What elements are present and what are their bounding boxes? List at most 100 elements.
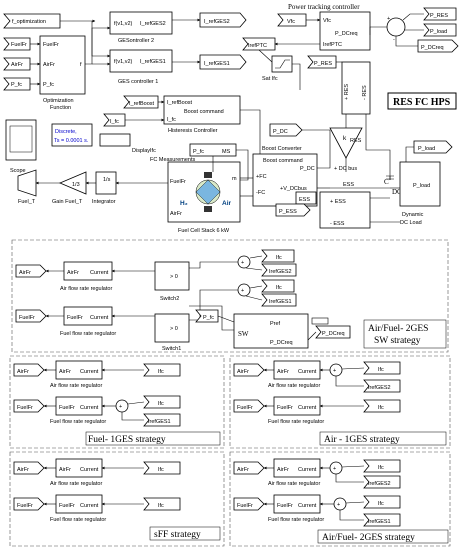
- p-ess-goto[interactable]: P_ESS: [275, 203, 311, 217]
- opt-in-pfc: P_fc: [43, 82, 54, 88]
- sw-airfr-goto[interactable]: AirFr: [15, 264, 47, 278]
- a1-air-flow-regulator[interactable]: AirFr Current: [273, 360, 321, 380]
- f1-airfr-label: AirFr: [17, 369, 29, 375]
- irefptc-goto[interactable]: IrefPTC: [242, 37, 276, 51]
- i-fc-goto[interactable]: I_fc: [103, 113, 126, 127]
- ges-controller-2[interactable]: f(v1,v2) I_refGES2: [109, 11, 173, 35]
- ess-inner-from[interactable]: ESS: [295, 191, 317, 205]
- sff-airfr-goto[interactable]: AirFr: [13, 461, 45, 475]
- sw-fuelfr-goto[interactable]: FuelFr: [15, 309, 47, 323]
- integrator-block[interactable]: 1/s: [95, 171, 117, 195]
- p-res-from[interactable]: P_RES: [307, 55, 337, 69]
- af2-fuelfr-label: FuelFr: [237, 503, 253, 509]
- sw-pdcreq-from[interactable]: P_DCreq: [315, 325, 351, 339]
- sw-fuel-flow-regulator[interactable]: FuelFr Current: [63, 306, 113, 326]
- sff-ffr-out: Current: [80, 503, 99, 509]
- f1-ffr-out: Current: [80, 405, 99, 411]
- powergui-discrete[interactable]: Discrete, Ts = 0.0001 s.: [51, 123, 93, 147]
- sw-irefges2-from[interactable]: IrefGES2: [261, 263, 297, 277]
- p-dcreq-goto[interactable]: P_DCreq: [417, 39, 459, 53]
- af2-ifc-from-1[interactable]: Ifc: [363, 459, 401, 473]
- display-ifc-label: DisplayIfc: [132, 148, 156, 154]
- f1-airfr-goto[interactable]: AirFr: [13, 363, 45, 377]
- airfr-from[interactable]: AirFr: [3, 57, 31, 71]
- f1-ifc-from-2[interactable]: Ifc: [143, 395, 181, 409]
- sw-air-flow-regulator[interactable]: AirFr Current: [63, 261, 113, 281]
- f1-irefges1-from[interactable]: IrefGES1: [143, 413, 181, 427]
- hysteresis-controller[interactable]: I_refBoost Boost command I_fc: [163, 95, 241, 125]
- fuelfr-from[interactable]: FuelFr: [3, 37, 31, 51]
- k-res-gain[interactable]: k RES: [329, 127, 363, 159]
- af2-afr-label: Air flow rate regulator: [268, 481, 320, 487]
- sff-air-flow-regulator[interactable]: AirFr Current: [55, 458, 103, 478]
- af2-fuel-flow-regulator[interactable]: FuelFr Current: [273, 494, 321, 514]
- fc-in-airfr: AirFr: [170, 211, 182, 217]
- p-dc-goto[interactable]: P_DC: [269, 123, 303, 137]
- a1-irefges2-from[interactable]: IrefGES2: [363, 379, 401, 393]
- f-optimization-label: f_optimization: [12, 19, 46, 25]
- sff-ifc-from-1[interactable]: Ifc: [143, 461, 181, 475]
- fuel-t-goto[interactable]: [17, 169, 37, 197]
- sat-ifc-block[interactable]: [271, 55, 293, 73]
- a1-airfr-goto[interactable]: AirFr: [233, 363, 265, 377]
- f1-ifc-from-1[interactable]: Ifc: [143, 363, 181, 377]
- af2-airfr-goto[interactable]: AirFr: [233, 461, 265, 475]
- p-load-from-top[interactable]: P_load: [423, 23, 457, 37]
- dynamic-dc-load[interactable]: P_load: [399, 161, 441, 207]
- sff-afr-in: AirFr: [59, 467, 71, 473]
- f1-fuelfr-goto[interactable]: FuelFr: [13, 399, 45, 413]
- af2-afr-in: AirFr: [277, 467, 289, 473]
- p-res-label-top: P_RES: [430, 13, 448, 19]
- sw-ifc-from-1[interactable]: Ifc: [261, 249, 295, 263]
- power-tracking-controller[interactable]: Vfc P_DCreq IrefPTC: [319, 11, 371, 51]
- vfc-from[interactable]: Vfc: [277, 13, 307, 27]
- af2-fuelfr-goto[interactable]: FuelFr: [233, 497, 265, 511]
- af2-ffr-out: Current: [298, 503, 317, 509]
- i-refboost-goto[interactable]: I_refBoost: [123, 95, 159, 109]
- f1-air-flow-regulator[interactable]: AirFr Current: [55, 360, 103, 380]
- f1-fuel-flow-regulator[interactable]: FuelFr Current: [55, 396, 103, 416]
- gain-fuel-t[interactable]: 1/3: [58, 171, 87, 195]
- a1-ifc-from-2[interactable]: Ifc: [363, 399, 401, 413]
- vfc-label: Vfc: [287, 19, 295, 25]
- af2-irefges1-from[interactable]: IrefGES1: [363, 513, 401, 527]
- sff-fuel-flow-regulator[interactable]: FuelFr Current: [55, 494, 103, 514]
- switch1[interactable]: > 0: [154, 313, 190, 343]
- af2-ifc-from-2[interactable]: Ifc: [363, 495, 401, 509]
- sw-block[interactable]: Pref SW P_DCreq: [233, 313, 309, 349]
- f1-ffr-label: Fuel flow rate regulator: [50, 419, 106, 425]
- af2-iref2-label: IrefGES2: [368, 481, 391, 487]
- ges-controller-1[interactable]: f(v1,v2) I_refGES1: [109, 49, 173, 73]
- res-source[interactable]: + RES - RES: [341, 61, 371, 115]
- sff-afr-out: Current: [80, 467, 99, 473]
- a1-fuel-flow-regulator[interactable]: FuelFr Current: [273, 396, 321, 416]
- pfc-from[interactable]: P_fc: [3, 77, 31, 91]
- irefges2-goto[interactable]: I_refGES2: [199, 12, 247, 28]
- sw-pfc-from[interactable]: P_fc: [195, 309, 219, 323]
- dynamic-label: Dynamic: [402, 212, 424, 218]
- fc-measurements-label: FC Measurements: [150, 157, 195, 163]
- a1-ifc-from-1[interactable]: Ifc: [363, 361, 401, 375]
- a1-fuelfr-goto[interactable]: FuelFr: [233, 399, 265, 413]
- sff-fuelfr-goto[interactable]: FuelFr: [13, 497, 45, 511]
- display-ifc[interactable]: [99, 133, 131, 147]
- af2-air-flow-regulator[interactable]: AirFr Current: [273, 458, 321, 478]
- sff-ifc-from-2[interactable]: Ifc: [143, 497, 181, 511]
- fc-measurements-block[interactable]: P_fc MS: [189, 143, 237, 157]
- fcn-ges1: f(v1,v2): [114, 59, 133, 65]
- optimization-function-block[interactable]: FuelFr AirFr P_fc f: [39, 35, 86, 95]
- ess-block[interactable]: + ESS - ESS: [319, 191, 371, 229]
- p-load-goto[interactable]: P_load: [413, 140, 453, 154]
- sw-ifc-from-2[interactable]: Ifc: [261, 279, 295, 293]
- sw-irefges1-from[interactable]: IrefGES1: [261, 293, 297, 307]
- af2-irefges2-from[interactable]: IrefGES2: [363, 475, 401, 489]
- f1-ifc1-label: Ifc: [158, 369, 164, 375]
- fuel-cell-stack[interactable]: FuelFr AirFr m H₂ Air: [167, 161, 241, 223]
- irefges1-goto[interactable]: I_refGES1: [199, 54, 247, 70]
- f-optimization-from[interactable]: f_optimization: [3, 13, 61, 29]
- scope-block[interactable]: [5, 119, 37, 161]
- p-res-from-top[interactable]: P_RES: [423, 7, 457, 21]
- af2-ifc1-label: Ifc: [378, 465, 384, 471]
- switch2[interactable]: > 0: [154, 261, 190, 291]
